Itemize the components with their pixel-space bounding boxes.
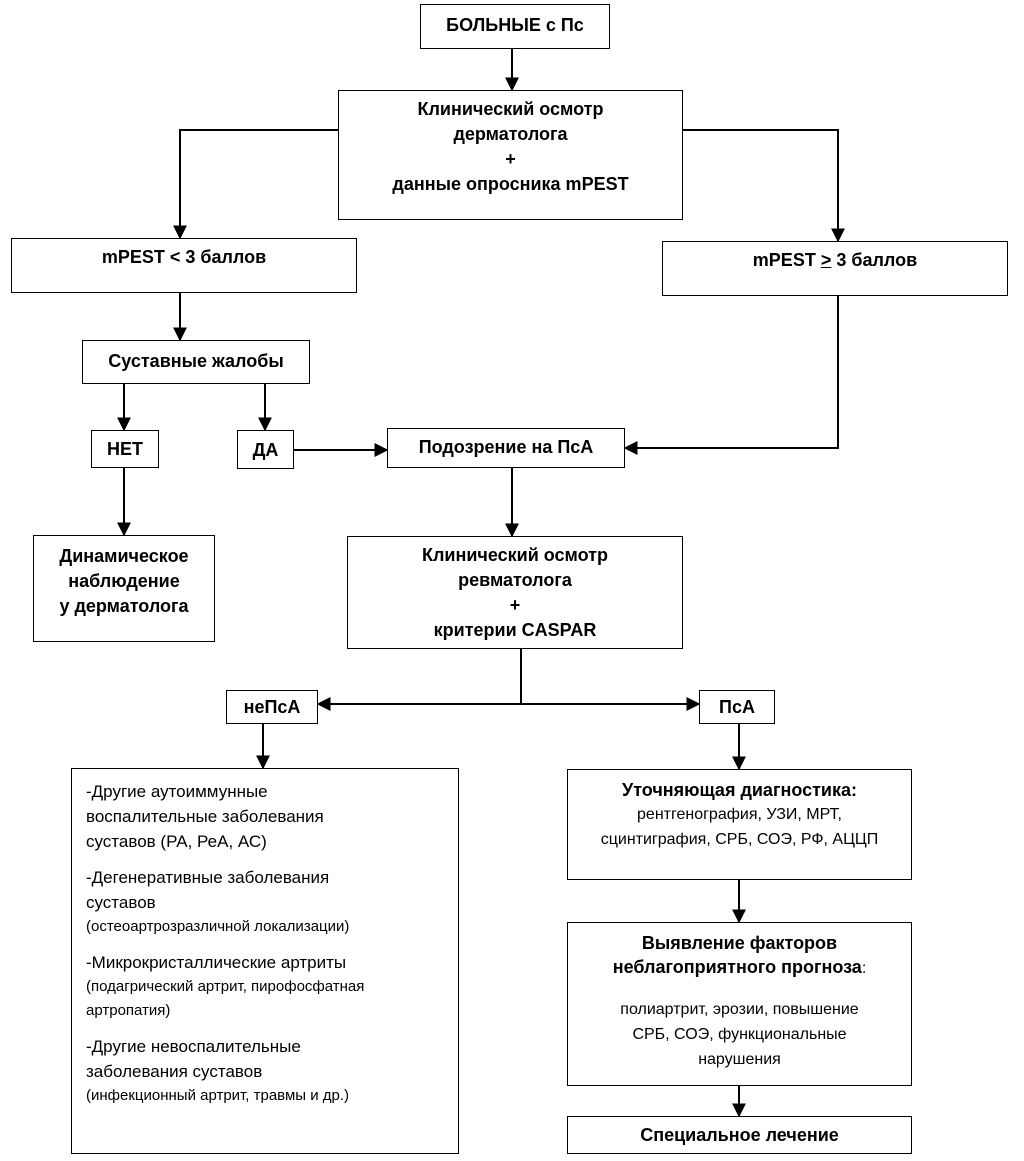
disease-1-line-3: суставов (РА, РеА, АС) <box>86 832 267 851</box>
factors-line-3: нарушения <box>698 1051 781 1068</box>
node-joint-complaints-label: Суставные жалобы <box>108 351 284 371</box>
node-special-treatment-label: Специальное лечение <box>640 1125 839 1145</box>
node-patients-label: БОЛЬНЫЕ с Пс <box>446 15 584 35</box>
node-clarifying-diagnostics: Уточняющая диагностика: рентгенография, … <box>567 769 912 880</box>
rheum-exam-line-1: Клинический осмотр <box>421 545 608 565</box>
disease-3-line-1: -Микрокристаллические артриты <box>86 953 347 972</box>
arrow-high-to-suspicion <box>623 296 839 455</box>
rheum-exam-line-3: + <box>509 595 521 615</box>
disease-3-sub-2: артропатия) <box>86 1002 171 1019</box>
disease-group-autoimmune: -Другие аутоиммунные воспалительные забо… <box>86 779 446 854</box>
derm-exam-line-2: дерматолога <box>453 124 568 144</box>
node-mpest-high-prefix: mPEST <box>752 250 821 270</box>
node-prognosis-factors: Выявление факторов неблагоприятного прог… <box>567 922 912 1086</box>
arrow-derm-to-high <box>683 129 845 243</box>
rheum-exam-line-2: ревматолога <box>458 570 572 590</box>
dynamic-line-1: Динамическое <box>59 546 189 566</box>
disease-4-line-1: -Другие невоспалительные <box>86 1037 301 1056</box>
node-mpest-high-suffix: 3 баллов <box>831 250 918 270</box>
factors-line-1: полиартрит, эрозии, повышение <box>620 1001 859 1018</box>
disease-group-microcrystalline: -Микрокристаллические артриты (подагриче… <box>86 950 446 1023</box>
node-other-diseases: -Другие аутоиммунные воспалительные забо… <box>71 768 459 1154</box>
disease-4-line-2: заболевания суставов <box>86 1062 263 1081</box>
derm-exam-line-4: данные опросника mPEST <box>392 174 629 194</box>
disease-2-line-2: суставов <box>86 893 156 912</box>
disease-3-sub-1: (подагрический артрит, пирофосфатная <box>86 978 365 995</box>
node-rheumatologist-exam: Клинический осмотр ревматолога + критери… <box>347 536 683 649</box>
node-joint-complaints: Суставные жалобы <box>82 340 310 384</box>
node-mpest-low-label: mPEST < 3 баллов <box>101 247 267 267</box>
clarifying-line-2: сцинтиграфия, СРБ, СОЭ, РФ, АЦЦП <box>600 831 879 848</box>
node-mpest-high: mPEST > 3 баллов <box>662 241 1008 296</box>
node-mpest-high-sign: > <box>820 250 832 270</box>
node-yes-label: ДА <box>252 440 279 460</box>
derm-exam-line-1: Клинический осмотр <box>417 99 604 119</box>
factors-title-line-1: Выявление факторов <box>641 933 838 953</box>
node-special-treatment: Специальное лечение <box>567 1116 912 1154</box>
node-not-psa-label: неПсА <box>243 697 301 717</box>
factors-line-2: СРБ, СОЭ, функциональные <box>632 1026 847 1043</box>
disease-2-line-1: -Дегенеративные заболевания <box>86 868 330 887</box>
disease-group-degenerative: -Дегенеративные заболевания суставов (ос… <box>86 865 446 939</box>
node-no-label: НЕТ <box>107 439 143 459</box>
disease-1-line-1: -Другие аутоиммунные <box>86 782 268 801</box>
node-psa: ПсА <box>699 690 775 724</box>
rheum-exam-line-4: критерии CASPAR <box>433 620 597 640</box>
node-suspicion-psa: Подозрение на ПсА <box>387 428 625 468</box>
dynamic-line-2: наблюдение <box>68 571 180 591</box>
derm-exam-line-3: + <box>505 149 516 169</box>
factors-title-line-2: неблагоприятного прогноза <box>612 957 862 977</box>
node-psa-label: ПсА <box>719 697 755 717</box>
disease-group-noninflammatory: -Другие невоспалительные заболевания сус… <box>86 1034 446 1108</box>
disease-1-line-2: воспалительные заболевания <box>86 807 324 826</box>
node-dermatologist-exam: Клинический осмотр дерматолога + данные … <box>338 90 683 220</box>
clarifying-title: Уточняющая диагностика: <box>622 780 857 800</box>
node-dynamic-observation: Динамическое наблюдение у дерматолога <box>33 535 215 642</box>
node-yes: ДА <box>237 430 294 469</box>
node-patients: БОЛЬНЫЕ с Пс <box>420 4 610 49</box>
node-not-psa: неПсА <box>226 690 318 724</box>
node-no: НЕТ <box>91 430 159 468</box>
factors-title-tail: : <box>861 960 867 977</box>
disease-2-sub-1: (остеоартрозразличной локализации) <box>86 918 350 935</box>
node-suspicion-psa-label: Подозрение на ПсА <box>418 437 594 457</box>
clarifying-line-1: рентгенография, УЗИ, МРТ, <box>637 806 842 823</box>
arrow-derm-to-low <box>173 129 338 240</box>
dynamic-line-3: у дерматолога <box>59 596 189 616</box>
node-mpest-low: mPEST < 3 баллов <box>11 238 357 293</box>
disease-4-sub-1: (инфекционный артрит, травмы и др.) <box>86 1087 350 1104</box>
